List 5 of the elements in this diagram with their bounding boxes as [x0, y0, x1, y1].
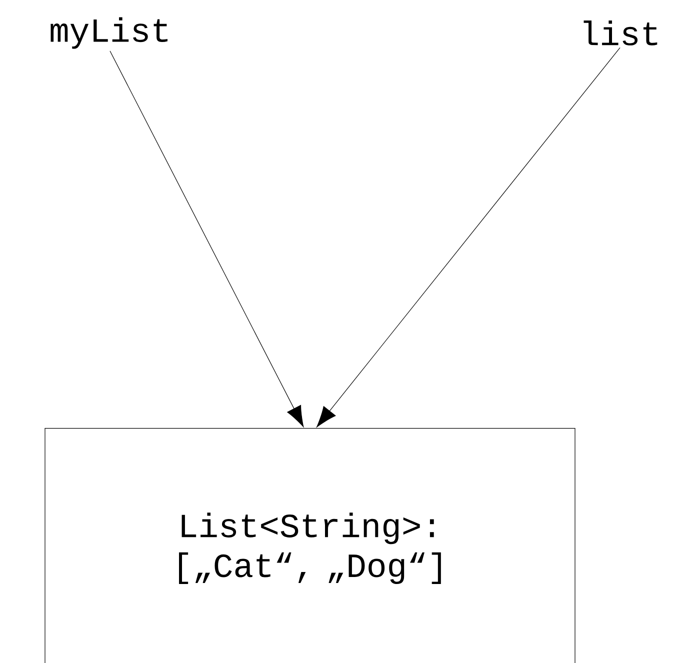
- variable-name: list: [584, 20, 658, 46]
- arrow: [110, 50, 304, 428]
- value-box: List<String>: [„Cat“, „Dog“]: [44, 428, 576, 663]
- variable-name: myList: [50, 17, 168, 49]
- arrow: [316, 47, 620, 428]
